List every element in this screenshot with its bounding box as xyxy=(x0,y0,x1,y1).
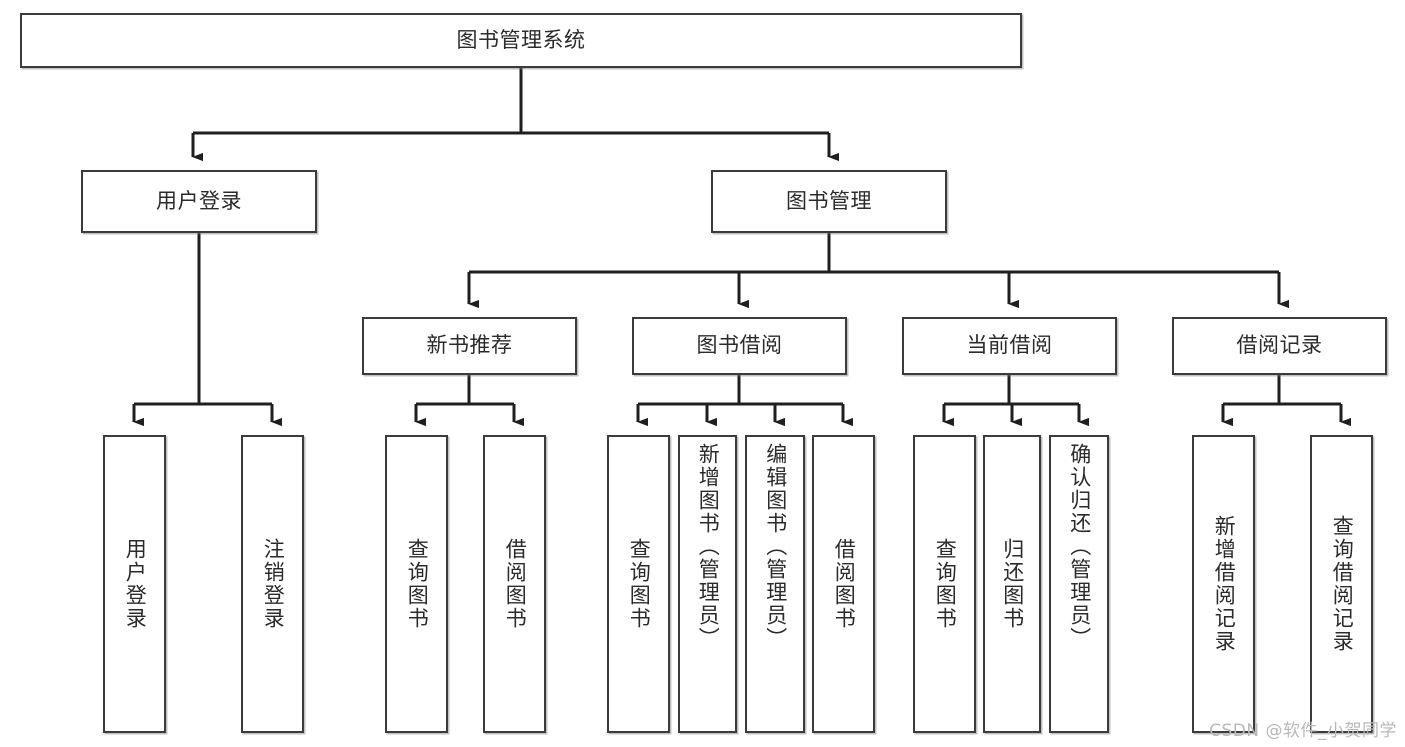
node-leaf-logout-label: 注销登录 xyxy=(261,538,286,630)
node-leaf-borrow-book-rec[interactable]: 借阅图书 xyxy=(483,435,546,733)
node-leaf-return-book-label: 归还图书 xyxy=(1000,538,1025,630)
node-leaf-query-borrow-record[interactable]: 查询借阅记录 xyxy=(1310,435,1373,733)
node-leaf-confirm-return-admin-label: 确认归还（管理员） xyxy=(1067,443,1092,650)
node-leaf-edit-book-admin[interactable]: 编辑图书（管理员） xyxy=(745,435,805,733)
node-book-borrow[interactable]: 图书借阅 xyxy=(632,317,847,375)
node-leaf-add-borrow-record[interactable]: 新增借阅记录 xyxy=(1192,435,1255,733)
node-new-book-recommend-label: 新书推荐 xyxy=(426,333,513,358)
node-current-borrow[interactable]: 当前借阅 xyxy=(902,317,1117,375)
node-leaf-query-book-rec-label: 查询图书 xyxy=(405,538,430,630)
node-leaf-confirm-return-admin[interactable]: 确认归还（管理员） xyxy=(1049,435,1109,733)
node-current-borrow-label: 当前借阅 xyxy=(966,333,1053,358)
node-leaf-query-book-rec[interactable]: 查询图书 xyxy=(385,435,448,733)
node-leaf-add-borrow-record-label: 新增借阅记录 xyxy=(1212,515,1237,653)
node-new-book-recommend[interactable]: 新书推荐 xyxy=(362,317,577,375)
node-leaf-edit-book-admin-label: 编辑图书（管理员） xyxy=(763,443,788,650)
node-root[interactable]: 图书管理系统 xyxy=(20,13,1022,68)
node-leaf-add-book-admin-label: 新增图书（管理员） xyxy=(696,443,721,650)
node-borrow-record-label: 借阅记录 xyxy=(1236,333,1323,358)
node-leaf-query-book-borrow[interactable]: 查询图书 xyxy=(607,435,670,733)
node-borrow-record[interactable]: 借阅记录 xyxy=(1172,317,1387,375)
node-leaf-borrow-book[interactable]: 借阅图书 xyxy=(812,435,875,733)
node-leaf-query-book-current[interactable]: 查询图书 xyxy=(913,435,976,733)
node-root-label: 图书管理系统 xyxy=(456,27,586,52)
node-leaf-return-book[interactable]: 归还图书 xyxy=(983,435,1041,733)
node-book-management[interactable]: 图书管理 xyxy=(711,170,947,233)
node-leaf-user-login[interactable]: 用户登录 xyxy=(103,435,166,733)
node-leaf-add-book-admin[interactable]: 新增图书（管理员） xyxy=(678,435,737,733)
node-leaf-query-borrow-record-label: 查询借阅记录 xyxy=(1330,515,1355,653)
node-leaf-borrow-book-label: 借阅图书 xyxy=(832,538,857,630)
node-leaf-logout[interactable]: 注销登录 xyxy=(241,435,304,733)
node-leaf-query-book-borrow-label: 查询图书 xyxy=(627,538,652,630)
node-leaf-user-login-label: 用户登录 xyxy=(123,538,148,630)
node-leaf-borrow-book-rec-label: 借阅图书 xyxy=(503,538,528,630)
node-user-login[interactable]: 用户登录 xyxy=(81,170,317,233)
node-book-management-label: 图书管理 xyxy=(786,188,872,213)
node-user-login-label: 用户登录 xyxy=(156,188,242,213)
node-book-borrow-label: 图书借阅 xyxy=(696,333,783,358)
node-leaf-query-book-current-label: 查询图书 xyxy=(933,538,958,630)
